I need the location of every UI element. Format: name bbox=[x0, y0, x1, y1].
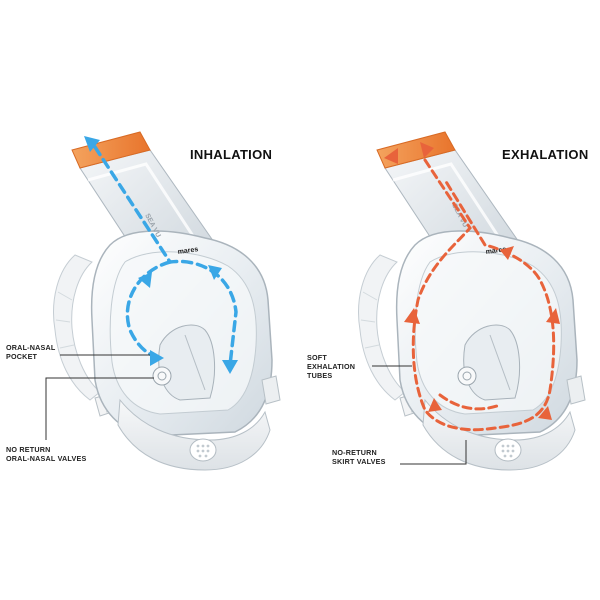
callout-line: SKIRT VALVES bbox=[332, 457, 386, 466]
mask-illustration bbox=[52, 130, 282, 472]
callout-line: ORAL-NASAL bbox=[6, 343, 56, 352]
callout-line: SOFT bbox=[307, 353, 327, 362]
callout-line: ORAL-NASAL VALVES bbox=[6, 454, 86, 463]
inhalation-airflow-path-left bbox=[125, 260, 172, 360]
inhalation-arrow-icon bbox=[222, 360, 238, 374]
callout-line: NO RETURN bbox=[6, 445, 51, 454]
exhalation-arrow-icon bbox=[384, 148, 398, 164]
exhalation-arrow-icon bbox=[420, 142, 434, 158]
callout-line: EXHALATION bbox=[307, 362, 355, 371]
inhalation-title: INHALATION bbox=[190, 147, 272, 162]
mask-brand-logo: mares bbox=[485, 246, 507, 256]
mask-brand-logo: mares bbox=[177, 246, 199, 256]
exhalation-airflow-path-inner bbox=[438, 393, 502, 411]
inhalation-arrow-icon bbox=[138, 272, 152, 288]
exhalation-airflow-path bbox=[411, 158, 556, 432]
inhalation-arrow-icon bbox=[208, 265, 222, 280]
exhalation-arrow-icon bbox=[428, 398, 442, 412]
callout-line: NO-RETURN bbox=[332, 448, 377, 457]
callout-line: POCKET bbox=[6, 352, 38, 361]
exhalation-arrow-icon bbox=[538, 406, 552, 420]
callout-leader-line bbox=[45, 377, 154, 440]
exhalation-arrow-icon bbox=[546, 308, 560, 324]
inhalation-arrow-icon bbox=[150, 350, 164, 366]
callout-line: TUBES bbox=[307, 371, 332, 380]
exhalation-arrow-icon bbox=[404, 308, 420, 324]
inhalation-arrow-icon bbox=[84, 136, 100, 152]
callout-leader-line bbox=[400, 440, 467, 465]
exhalation-arrow-icon bbox=[500, 246, 514, 260]
exhalation-title: EXHALATION bbox=[502, 147, 589, 162]
